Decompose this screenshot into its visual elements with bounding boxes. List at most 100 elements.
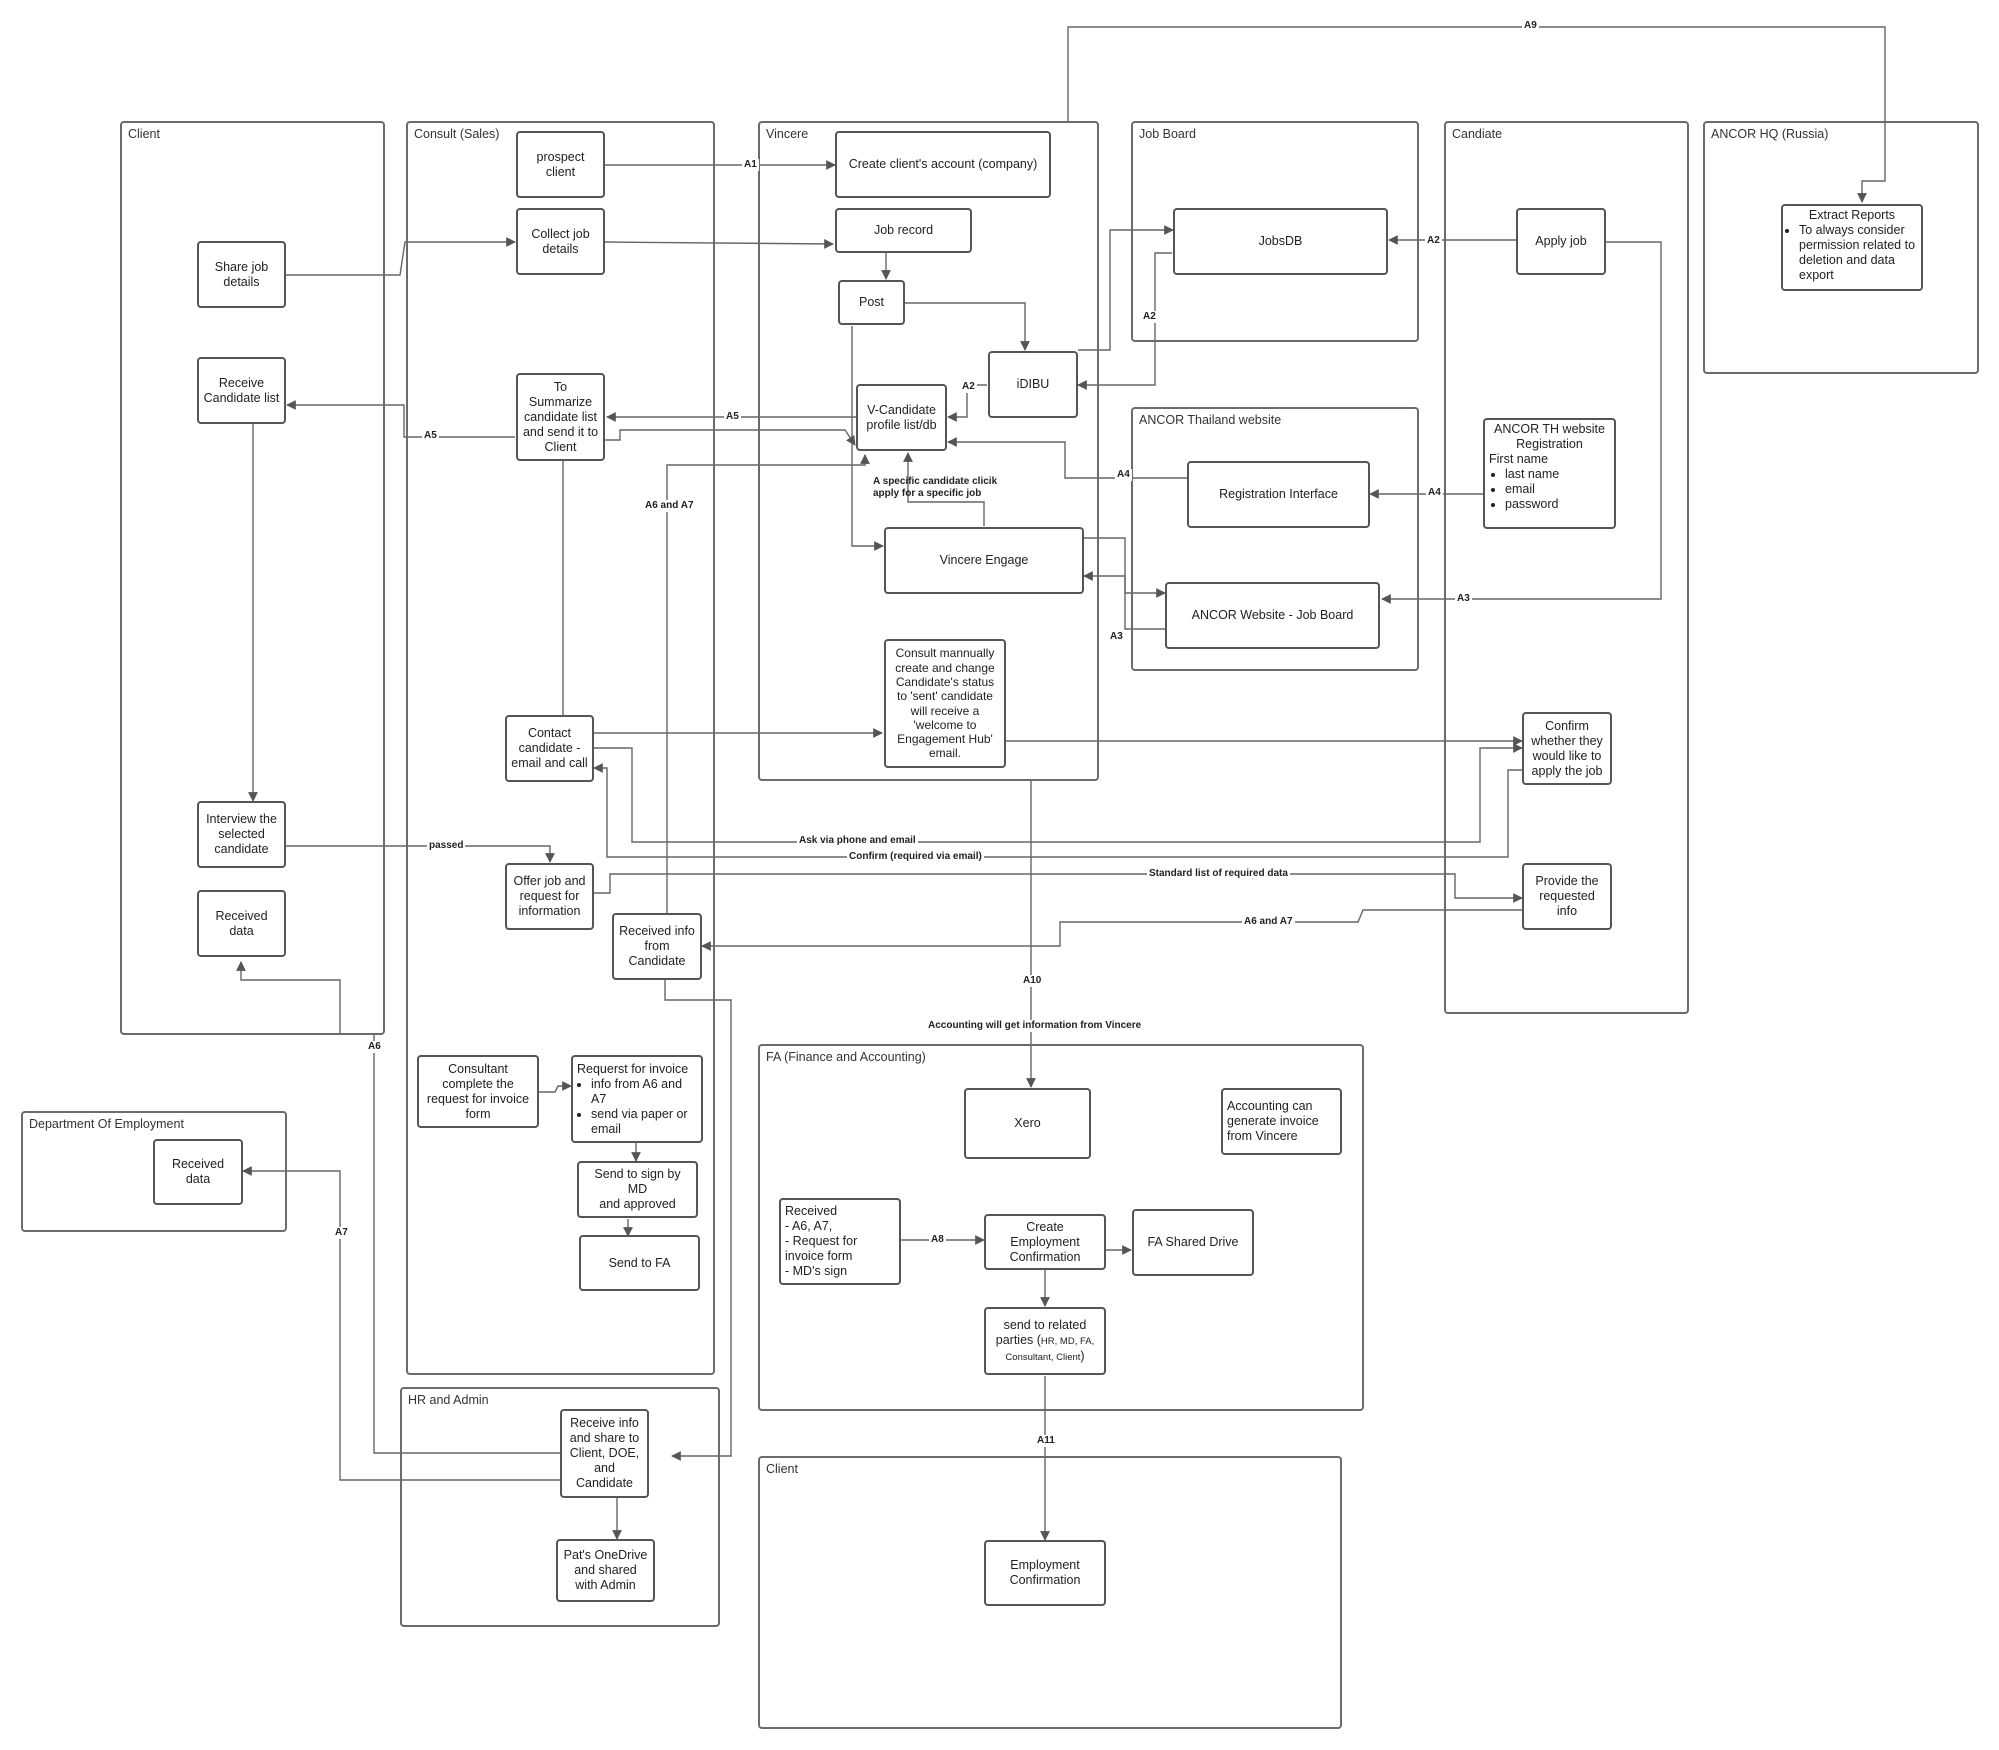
node-summarize-candidate-list[interactable]: To Summarize candidate list and send it … — [516, 373, 605, 461]
lane-department-of-employment: Department Of Employment — [21, 1111, 287, 1232]
extract-reports-title: Extract Reports — [1808, 208, 1896, 222]
request-invoice-items: info from A6 and A7 send via paper or em… — [577, 1077, 697, 1137]
node-confirm-apply[interactable]: Confirm whether they would like to apply… — [1522, 712, 1612, 785]
node-fa-received[interactable]: Received - A6, A7, - Request for invoice… — [779, 1198, 901, 1285]
node-provide-info[interactable]: Provide the requested info — [1522, 863, 1612, 930]
edge-label-a11: A11 — [1035, 1435, 1057, 1447]
edge-label-a5-vcandidate: A5 — [724, 411, 741, 423]
node-send-to-sign-md[interactable]: Send to sign by MD and approved — [577, 1161, 698, 1218]
edge-label-a1: A1 — [742, 159, 759, 171]
node-contact-candidate[interactable]: Contact candidate - email and call — [505, 715, 594, 782]
node-jobsdb[interactable]: JobsDB — [1173, 208, 1388, 275]
edge-label-standard-list: Standard list of required data — [1147, 868, 1290, 880]
edge-label-a3-engage: A3 — [1108, 631, 1125, 643]
node-send-to-fa[interactable]: Send to FA — [579, 1235, 700, 1291]
edge-collect-jobrecord — [604, 239, 834, 249]
edge-label-a3-candidate: A3 — [1455, 593, 1472, 605]
edge-ask-confirm — [593, 743, 1523, 843]
lane-client-bottom: Client — [758, 1456, 1342, 1729]
node-extract-reports[interactable]: Extract Reports To always consider permi… — [1781, 204, 1923, 291]
node-fa-shared-drive[interactable]: FA Shared Drive — [1132, 1209, 1254, 1276]
node-create-client-account[interactable]: Create client's account (company) — [835, 131, 1051, 198]
th-registration-fields: last name email password — [1489, 467, 1610, 512]
edge-label-accounting-info: Accounting will get information from Vin… — [926, 1020, 1144, 1032]
edge-label-a5-client: A5 — [422, 430, 439, 442]
edge-label-a10: A10 — [1021, 975, 1044, 987]
node-request-for-invoice[interactable]: Requerst for invoice info from A6 and A7… — [571, 1055, 703, 1143]
node-vincere-engage[interactable]: Vincere Engage — [884, 527, 1084, 594]
edge-idibu-vcand — [947, 384, 987, 422]
lane-title: HR and Admin — [408, 1393, 489, 1407]
edge-label-a7: A7 — [333, 1227, 350, 1239]
node-accounting-generate-invoice[interactable]: Accounting can generate invoice from Vin… — [1221, 1088, 1342, 1155]
node-receive-candidate-list[interactable]: Receive Candidate list — [197, 357, 286, 424]
edge-label-ask-phone-email: Ask via phone and email — [797, 835, 918, 847]
edge-confirm-contact — [593, 763, 1524, 858]
edge-offer-provide — [593, 873, 1523, 903]
edge-label-a2-vcandidate: A2 — [960, 381, 977, 393]
edge-label-a6-a7-provide: A6 and A7 — [1242, 916, 1295, 928]
node-share-job-details[interactable]: Share job details — [197, 241, 286, 308]
lane-title: Client — [128, 127, 160, 141]
node-ancor-website-job-board[interactable]: ANCOR Website - Job Board — [1165, 582, 1380, 649]
node-collect-job-details[interactable]: Collect job details — [516, 208, 605, 275]
edge-label-specific-candidate: A specific candidate clicik apply for a … — [873, 476, 998, 499]
edge-label-confirm-email: Confirm (required via email) — [847, 851, 984, 863]
node-job-record[interactable]: Job record — [835, 208, 972, 253]
node-doe-received-data[interactable]: Received data — [153, 1139, 243, 1205]
lane-vincere: Vincere — [758, 121, 1099, 781]
lane-client: Client — [120, 121, 385, 1035]
node-client-received-data[interactable]: Received data — [197, 890, 286, 957]
node-create-employment-confirmation[interactable]: Create Employment Confirmation — [984, 1214, 1106, 1270]
node-employment-confirmation[interactable]: Employment Confirmation — [984, 1540, 1106, 1606]
node-send-related-parties[interactable]: send to related parties (HR, MD, FA, Con… — [984, 1307, 1106, 1375]
node-post[interactable]: Post — [838, 280, 905, 325]
edge-summarize-vcand — [605, 429, 856, 446]
lane-ancor-thailand: ANCOR Thailand website — [1131, 407, 1419, 671]
node-pats-onedrive[interactable]: Pat's OneDrive and shared with Admin — [556, 1539, 655, 1602]
lane-ancor-hq: ANCOR HQ (Russia) — [1703, 121, 1979, 374]
node-apply-job[interactable]: Apply job — [1516, 208, 1606, 275]
request-invoice-item: send via paper or email — [591, 1107, 697, 1137]
node-consult-manual-status[interactable]: Consult mannually create and change Cand… — [884, 639, 1006, 768]
edge-provide-received — [701, 909, 1522, 951]
edge-apply-ancorjb — [1381, 241, 1662, 604]
node-xero[interactable]: Xero — [964, 1088, 1091, 1159]
edge-a9 — [1067, 26, 1886, 203]
node-v-candidate-db[interactable]: V-Candidate profile list/db — [856, 384, 947, 451]
edge-engage-vcand — [903, 452, 985, 526]
node-offer-job[interactable]: Offer job and request for information — [505, 863, 594, 930]
node-interview-candidate[interactable]: Interview the selected candidate — [197, 801, 286, 868]
node-consultant-complete-form[interactable]: Consultant complete the request for invo… — [417, 1055, 539, 1128]
edge-label-passed: passed — [427, 840, 466, 852]
edge-summarize-client — [286, 400, 515, 438]
node-ancor-th-registration[interactable]: ANCOR TH website Registration First name… — [1483, 418, 1616, 529]
edge-post-idibu — [905, 302, 1030, 351]
lane-title: FA (Finance and Accounting) — [766, 1050, 926, 1064]
th-registration-field: last name — [1505, 467, 1610, 482]
node-received-info-candidate[interactable]: Received info from Candidate — [612, 913, 702, 980]
lane-title: ANCOR HQ (Russia) — [1711, 127, 1829, 141]
edge-label-a6-a7-vertical: A6 and A7 — [643, 500, 696, 512]
node-idibu[interactable]: iDIBU — [988, 351, 1078, 418]
lane-title: ANCOR Thailand website — [1139, 413, 1282, 427]
lane-title: Vincere — [766, 127, 809, 141]
lane-candidate: Candiate — [1444, 121, 1689, 1014]
th-registration-field: email — [1505, 482, 1610, 497]
node-prospect-client[interactable]: prospect client — [516, 131, 605, 198]
node-registration-interface[interactable]: Registration Interface — [1187, 461, 1370, 528]
edge-label-a2-idibu: A2 — [1141, 311, 1158, 323]
th-registration-title: ANCOR TH website Registration — [1494, 422, 1605, 451]
lane-finance-accounting: FA (Finance and Accounting) — [758, 1044, 1364, 1411]
lane-title: Department Of Employment — [29, 1117, 184, 1131]
th-registration-first-name: First name — [1489, 452, 1549, 466]
edge-interview-offer — [285, 845, 555, 863]
lane-title: Job Board — [1139, 127, 1196, 141]
extract-reports-items: To always consider permission related to… — [1787, 223, 1917, 283]
edge-label-a6: A6 — [366, 1041, 383, 1053]
node-hr-receive-share[interactable]: Receive info and share to Client, DOE, a… — [560, 1409, 649, 1498]
lane-title: Client — [766, 1462, 798, 1476]
edge-ancorjb-engage — [1083, 571, 1165, 630]
edge-label-a4-vcandidate: A4 — [1115, 469, 1132, 481]
request-invoice-title: Requerst for invoice — [577, 1061, 689, 1076]
